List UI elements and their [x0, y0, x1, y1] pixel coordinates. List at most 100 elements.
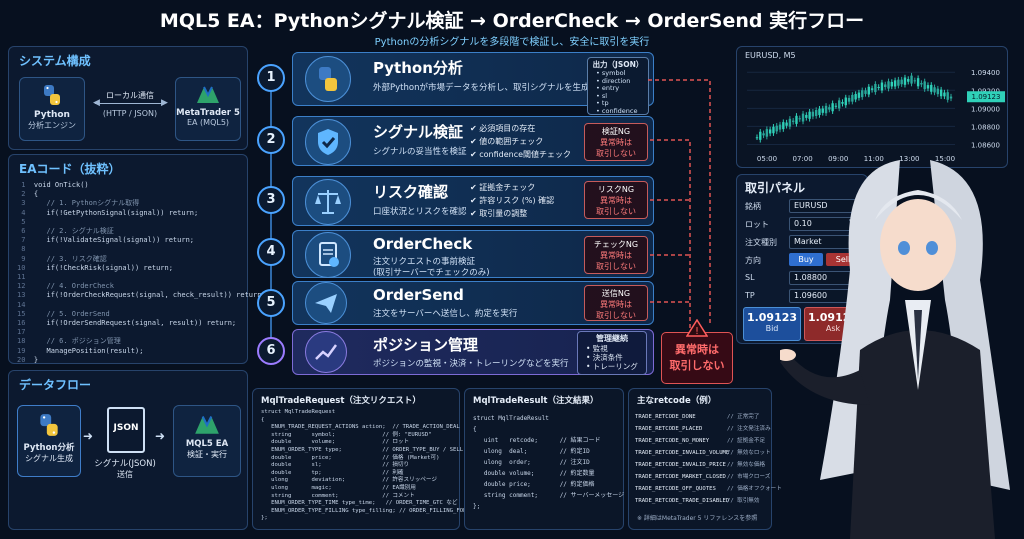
candle-body [893, 80, 897, 87]
arrow-right-icon: ➜ [83, 429, 94, 443]
dataflow-mt5-sub: 検証・実行 [187, 450, 227, 459]
clipboard-check-icon [305, 232, 351, 278]
retcode-row: TRADE_RETCODE_MARKET_CLOSED// 市場クローズ [635, 471, 770, 483]
retcode-title: 主なretcode（例） [637, 396, 717, 406]
line-number: 19 [17, 346, 34, 355]
step-1-card: Python分析 外部Pythonが市場データを分析し、取引シグナルを生成 出力… [292, 52, 654, 115]
line-text: if(!OrderSendRequest(signal, result)) re… [33, 319, 237, 328]
code-line: 13 if(!OrderCheckRequest(signal, check_r… [17, 291, 266, 300]
candle-body [762, 133, 765, 136]
code-line: 10 if(!CheckRisk(signal)) return; [17, 264, 243, 273]
candle-body [946, 92, 949, 100]
order-type-select[interactable]: Market [789, 235, 865, 249]
line-number: 10 [17, 263, 34, 272]
output-item: • direction [596, 76, 631, 85]
code-line: 18 // 6. ポジション管理 [17, 337, 243, 346]
retcode-desc: // 価格オフクォート [727, 486, 782, 492]
ng-title: チェックNG [593, 240, 639, 249]
y-tick-label: 1.09000 [971, 105, 1000, 113]
code-line: double price; // 約定価格 [473, 481, 595, 488]
ea-code-title: EAコード（抜粋） [19, 162, 121, 176]
dataflow-mt5-box: MQL5 EA 検証・実行 [173, 405, 241, 477]
step-2-title: シグナル検証 [373, 123, 464, 141]
candle-body [765, 129, 769, 137]
retcode-desc: // 取引無効 [727, 498, 760, 504]
candle-body [782, 122, 785, 130]
dataflow-json-sub: 送信 [117, 470, 133, 479]
bid-label: Bid [765, 324, 779, 333]
candle-body [818, 108, 821, 115]
ng-title: リスクNG [597, 185, 635, 194]
step-5-title: OrderSend [373, 286, 464, 304]
y-tick-label: 1.08600 [971, 141, 1000, 149]
system-python-sub: 分析エンジン [28, 121, 76, 130]
candle-body [785, 122, 788, 126]
candle-body [874, 83, 877, 93]
step-2-desc: シグナルの妥当性を検証 [373, 147, 467, 157]
line-text: // 1. Pythonシグナル取得 [33, 199, 140, 208]
retcode-name: TRADE_RETCODE_NO_MONEY [635, 438, 710, 444]
retcode-row: TRADE_RETCODE_INVALID_PRICE// 無効な価格 [635, 459, 769, 471]
output-item: • sl [596, 91, 608, 100]
candle-body [880, 82, 884, 91]
output-json-box: 出力（JSON） • symbol• direction• entry• sl•… [587, 57, 649, 115]
ng-line2: 取引しない [596, 262, 636, 271]
code-line: struct MqlTradeResult [473, 415, 549, 422]
retcode-row: TRADE_RETCODE_OFF_QUOTES // 価格オフクォート [635, 483, 782, 495]
code-line: { [473, 426, 477, 433]
warning-line2: 取引しない [669, 359, 725, 372]
system-link-label: ローカル通信 [106, 91, 154, 100]
retcode-name: TRADE_RETCODE_OFF_QUOTES [635, 486, 716, 492]
character-illustration [780, 160, 1010, 539]
code-line: string comment; // コメント [261, 492, 415, 499]
x-tick-label: 07:00 [793, 155, 813, 163]
dataflow-python-sub: シグナル生成 [25, 454, 73, 463]
output-item: • confidence [596, 106, 638, 115]
order-type-label: 注文種別 [745, 238, 777, 247]
y-tick-label: 1.08800 [971, 123, 1000, 131]
code-line: double volume; // ロット [261, 439, 410, 446]
warning-line1: 異常時は [675, 343, 719, 356]
dataflow-title: データフロー [19, 378, 92, 392]
result-code: struct MqlTradeResult{ uint retcode; // … [473, 413, 624, 512]
dataflow-panel: データフロー Python分析 シグナル生成 ➜ JSON シグナル(JSON)… [8, 370, 248, 530]
system-panel: システム構成 Python 分析エンジン ローカル通信 ◀ ▶ (HTTP / … [8, 46, 248, 150]
manage-item: • 監視 [586, 344, 608, 353]
check-item: ✔ 証拠金チェック [470, 183, 536, 192]
code-line: double volume; // 約定数量 [473, 470, 595, 477]
step-3-desc: 口座状況とリスクを確認 [373, 207, 467, 217]
dataflow-json-label: シグナル(JSON) [94, 459, 156, 469]
retcode-row: TRADE_RETCODE_DONE// 正常完了 [635, 411, 769, 423]
line-number: 14 [17, 300, 34, 309]
bid-button[interactable]: 1.09123 Bid [743, 307, 801, 341]
line-number: 11 [17, 273, 34, 282]
candle-body [916, 78, 920, 87]
ng-box-check: チェックNG 異常時は 取引しない [584, 236, 648, 274]
line-number: 16 [17, 319, 34, 328]
candle-body [798, 118, 801, 120]
line-text: if(!ValidateSignal(signal)) return; [33, 236, 195, 245]
step-number-5: 5 [257, 289, 285, 317]
candle-body [805, 114, 808, 118]
arrow-right-icon: ➜ [155, 429, 166, 443]
candle-body [923, 81, 926, 90]
trade-panel-title: 取引パネル [745, 181, 806, 195]
retcode-row: TRADE_RETCODE_NO_MONEY // 証拠金不足 [635, 435, 769, 447]
code-line: ENUM_ORDER_TYPE_FILLING type_filling; //… [261, 507, 481, 514]
step-6-card: ポジション管理 ポジションの監視・決済・トレーリングなどを実行 管理継続 • 監… [292, 329, 654, 375]
line-text: // 2. シグナル検証 [33, 227, 114, 236]
request-title: MqlTradeRequest（注文リクエスト） [261, 396, 421, 406]
retcode-name: TRADE_RETCODE_TRADE_DISABLED [635, 498, 730, 504]
symbol-field[interactable]: EURUSD [789, 199, 865, 213]
ng-box-verify: 検証NG 異常時は 取引しない [584, 123, 648, 161]
ng-title: 送信NG [601, 289, 631, 298]
check-item: ✔ 許容リスク (%) 確認 [470, 196, 555, 205]
candle-body [877, 86, 880, 88]
retcode-desc: // 証拠金不足 [727, 438, 766, 444]
metatrader-icon [197, 86, 219, 103]
buy-button[interactable]: Buy [789, 253, 823, 266]
line-text: // 3. リスク確認 [33, 254, 107, 263]
retcode-desc: // 正常完了 [727, 414, 760, 420]
